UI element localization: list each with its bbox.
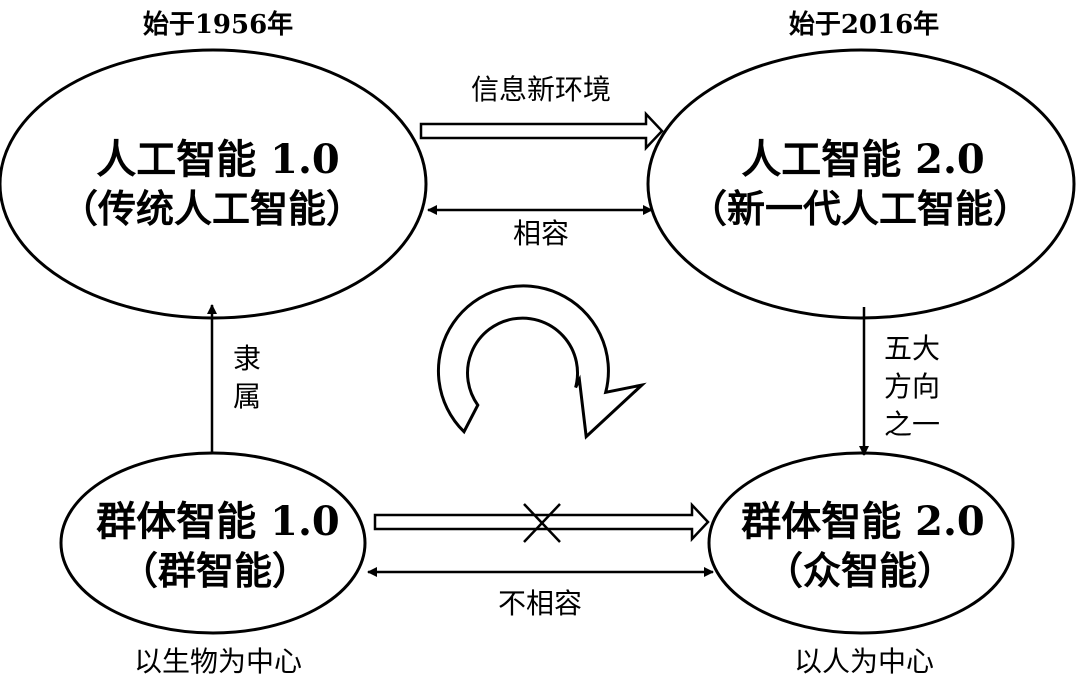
node-ci1-title: 群体智能 1.0 [96,498,340,545]
node-ai1-ellipse [0,48,428,320]
ci2-focus-label: 以人为中心 [793,645,935,678]
node-ai1-subtitle: （传统人工智能） [59,186,365,231]
node-ai1-title: 人工智能 1.0 [96,136,340,183]
new-environment-arrow [419,110,664,152]
edge-new-environment-label: 信息新环境 [470,73,612,106]
edge-five-directions-line-2: 方向 [884,370,941,403]
ai2-era-label: 始于2016年 [788,10,940,40]
edge-five-directions-line-1: 五大 [884,332,941,365]
edge-belongs-to-label: 隶 属 [233,340,265,416]
ci1-focus-label: 以生物为中心 [133,645,303,678]
node-ai2-ellipse [646,48,1076,320]
node-ai2-title: 人工智能 2.0 [741,136,985,183]
node-ai2-subtitle: （新一代人工智能） [688,186,1032,231]
edge-compatible-label: 相容 [512,217,570,250]
edge-five-directions-label: 五大 方向 之一 [884,330,948,444]
ai1-era-label: 始于1956年 [142,10,294,40]
edge-five-directions-line-3: 之一 [884,408,941,441]
cycle-arrow-icon [436,284,647,440]
edge-incompatible-label: 不相容 [497,587,583,620]
edge-belongs-to-char-2: 属 [233,380,262,413]
node-ci2-subtitle: （众智能） [764,548,956,593]
edge-belongs-to-char-1: 隶 [233,342,262,375]
cross-mark-line-2 [523,503,561,543]
node-ci1-subtitle: （群智能） [119,548,311,593]
node-ci2-title: 群体智能 2.0 [741,498,985,545]
